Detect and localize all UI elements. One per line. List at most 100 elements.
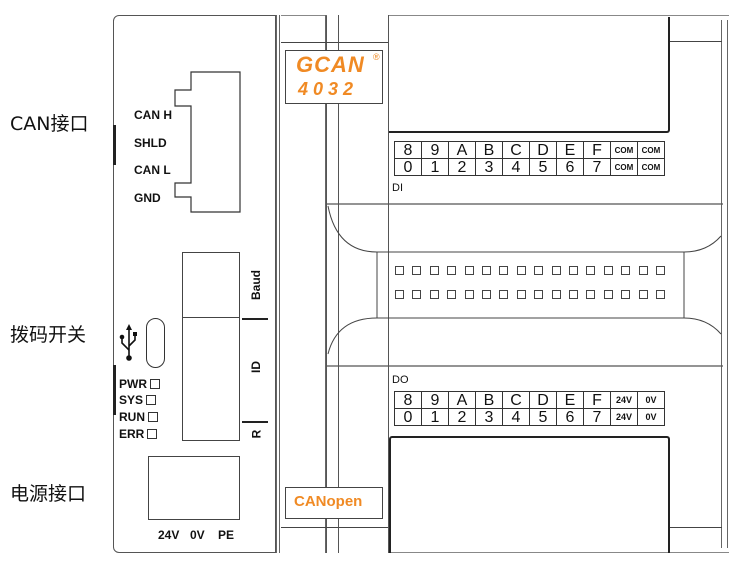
- io-module-frame: [389, 15, 729, 553]
- do-cell: 2: [448, 408, 476, 426]
- io-indicator: [482, 266, 491, 275]
- usb-port[interactable]: [146, 318, 165, 368]
- can-pin-label: CAN L: [134, 163, 171, 177]
- baud-label-wrap: Baud: [246, 258, 266, 312]
- do-cell: B: [475, 391, 503, 409]
- led-label: SYS: [119, 393, 144, 407]
- io-indicator: [603, 290, 613, 299]
- led-indicator: [148, 412, 158, 422]
- di-cell: 5: [529, 158, 557, 176]
- led-indicator: [146, 395, 157, 405]
- di-cell: C: [502, 141, 530, 159]
- can-pin-label: CAN H: [134, 108, 172, 122]
- r-label-wrap: R: [246, 426, 266, 442]
- registered-mark: ®: [373, 52, 380, 62]
- io-indicator: [603, 266, 613, 275]
- do-cell: 0V: [637, 391, 665, 409]
- model-number: 4032: [298, 79, 359, 99]
- id-label: ID: [249, 361, 263, 373]
- id-switch[interactable]: [182, 317, 240, 441]
- di-row-bottom: 0 1 2 3 4 5 6 7 COM COM: [394, 158, 665, 176]
- id-label-wrap: ID: [246, 350, 266, 384]
- di-cell: 9: [421, 141, 449, 159]
- io-indicator: [621, 290, 631, 299]
- do-cell: 3: [475, 408, 503, 426]
- do-row-bottom: 0 1 2 3 4 5 6 7 24V 0V: [394, 408, 665, 426]
- do-cell: 24V: [610, 391, 638, 409]
- do-cell: 5: [529, 408, 557, 426]
- logo-box: [285, 50, 383, 104]
- do-label: DO: [392, 374, 409, 386]
- do-cell: 0: [394, 408, 422, 426]
- do-cell: 9: [421, 391, 449, 409]
- power-interface-label: 电源接口: [10, 483, 87, 505]
- rail-line: [669, 41, 722, 42]
- io-indicator: [516, 266, 526, 275]
- io-indicator: [586, 266, 596, 275]
- io-indicator: [499, 266, 509, 275]
- r-label: R: [248, 429, 263, 439]
- led-run: RUN: [119, 410, 158, 424]
- io-indicator: [412, 290, 422, 299]
- di-cell: COM: [610, 141, 638, 159]
- di-cover: [389, 17, 670, 133]
- do-cell: D: [529, 391, 557, 409]
- led-label: ERR: [119, 427, 145, 441]
- do-cell: A: [448, 391, 476, 409]
- do-cell: 7: [583, 408, 611, 426]
- led-indicator: [147, 429, 158, 439]
- io-indicator: [464, 266, 474, 275]
- led-err: ERR: [119, 427, 158, 441]
- io-indicator: [482, 290, 491, 299]
- led-label: RUN: [119, 410, 145, 424]
- di-cell: 0: [394, 158, 422, 176]
- can-connector: [174, 71, 241, 213]
- io-indicator: [638, 290, 648, 299]
- di-cell: F: [583, 141, 611, 159]
- power-pin-label: PE: [218, 528, 235, 542]
- di-cell: COM: [637, 141, 665, 159]
- io-indicator: [638, 266, 648, 275]
- di-label: DI: [392, 182, 403, 194]
- indicator-housing: [327, 203, 723, 367]
- do-cell: E: [556, 391, 584, 409]
- di-cell: E: [556, 141, 584, 159]
- di-cell: A: [448, 141, 476, 159]
- io-indicator: [569, 290, 578, 299]
- io-indicator: [395, 290, 404, 299]
- di-row-top: 8 9 A B C D E F COM COM: [394, 141, 665, 159]
- di-cell: 6: [556, 158, 584, 176]
- io-indicator: [551, 266, 561, 275]
- power-connector: [148, 456, 240, 520]
- io-indicator: [412, 266, 422, 275]
- brand-logo: GCAN: [296, 52, 365, 77]
- do-terminal-table: 8 9 A B C D E F 24V 0V 0 1 2 3 4 5 6 7 2…: [394, 391, 665, 426]
- do-cell: 8: [394, 391, 422, 409]
- power-pin-label: 24V: [158, 528, 180, 542]
- baud-switch[interactable]: [182, 252, 240, 318]
- io-indicator: [429, 266, 439, 275]
- panel-edge-mark: [113, 125, 116, 165]
- io-indicator: [534, 266, 544, 275]
- protocol-label: CANopen: [294, 493, 363, 510]
- can-pin-label: SHLD: [134, 136, 167, 150]
- divider: [242, 421, 268, 423]
- di-cell: 1: [421, 158, 449, 176]
- io-indicator: [551, 290, 561, 299]
- io-indicator: [656, 290, 665, 299]
- io-indicator: [656, 266, 665, 275]
- do-cell: 1: [421, 408, 449, 426]
- di-cell: B: [475, 141, 503, 159]
- do-cell: C: [502, 391, 530, 409]
- di-cell: 8: [394, 141, 422, 159]
- do-cover: [389, 436, 670, 553]
- middle-rail: [281, 15, 327, 553]
- do-cell: F: [583, 391, 611, 409]
- rail-line: [281, 42, 389, 43]
- io-indicator: [621, 266, 631, 275]
- io-indicator: [464, 290, 474, 299]
- io-indicator: [534, 290, 544, 299]
- di-cell: COM: [637, 158, 665, 176]
- di-cell: 2: [448, 158, 476, 176]
- io-indicator: [499, 290, 509, 299]
